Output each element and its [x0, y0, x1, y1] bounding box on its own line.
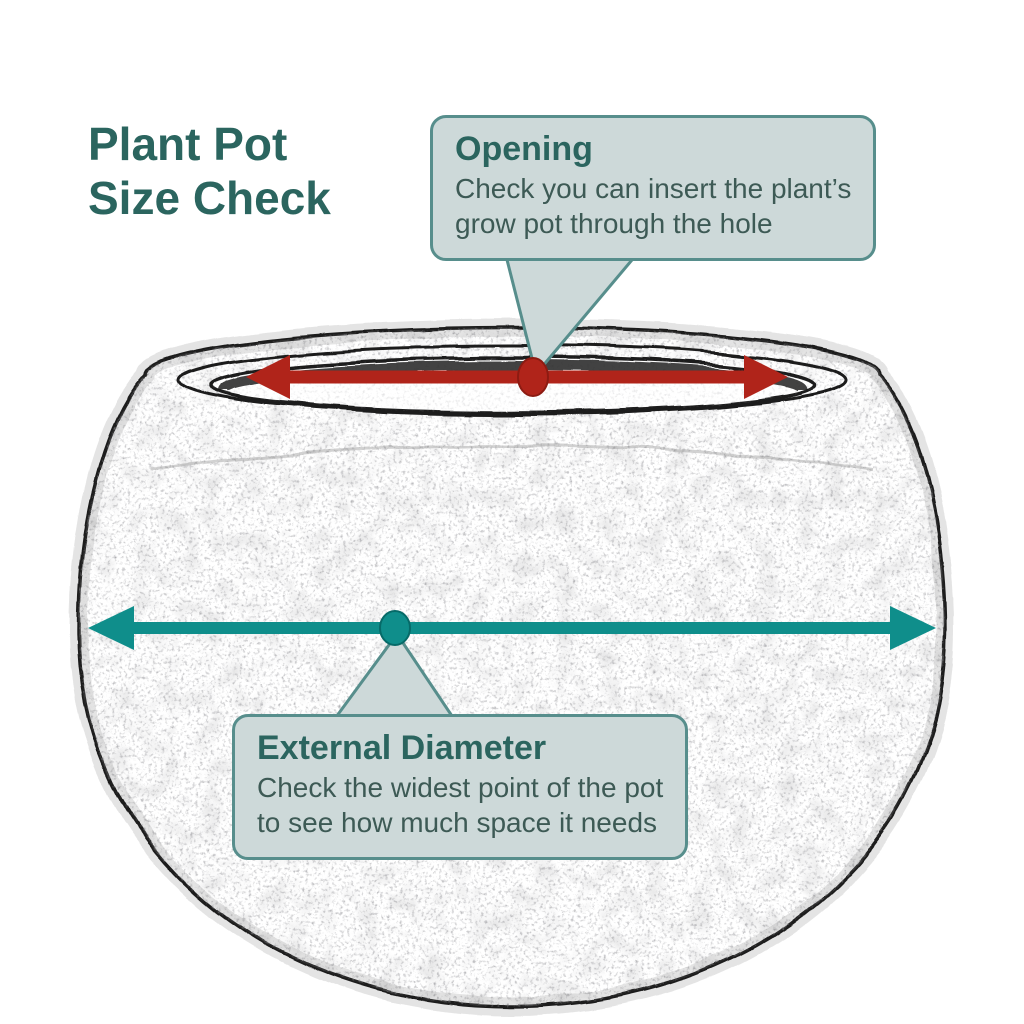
pot-sketch [68, 319, 956, 1016]
external-callout-body: Check the widest point of the pot to see… [257, 770, 663, 841]
opening-callout-body: Check you can insert the plant’s grow po… [455, 171, 851, 242]
external-callout-body-line1: Check the widest point of the pot [257, 771, 664, 803]
pot-edge-shading [68, 319, 956, 1016]
opening-center-dot [517, 357, 549, 397]
opening-arrowhead-left [246, 355, 290, 399]
opening-callout-body-line2: grow pot through the hole [455, 208, 773, 240]
opening-diameter-arrow [246, 355, 788, 399]
page-title: Plant Pot Size Check [88, 118, 331, 226]
external-callout-heading: External Diameter [257, 729, 547, 767]
external-arrowhead-left [88, 606, 134, 650]
opening-callout-body-line1: Check you can insert the plant’s [455, 172, 852, 204]
pot-sketch-stroke [149, 443, 875, 472]
external-arrowhead-right [890, 606, 936, 650]
page-title-line2: Size Check [88, 171, 331, 224]
external-center-dot [379, 610, 411, 646]
opening-arrowhead-right [744, 355, 788, 399]
page-title-line1: Plant Pot [88, 118, 288, 170]
external-diameter-callout: External Diameter Check the widest point… [232, 714, 689, 860]
opening-callout-heading: Opening [455, 130, 593, 168]
external-diameter-arrow [88, 606, 936, 650]
pot-inner-rim [176, 344, 848, 416]
opening-callout: Opening Check you can insert the plant’s… [430, 115, 877, 261]
external-callout-body-line2: to see how much space it needs [257, 807, 658, 839]
